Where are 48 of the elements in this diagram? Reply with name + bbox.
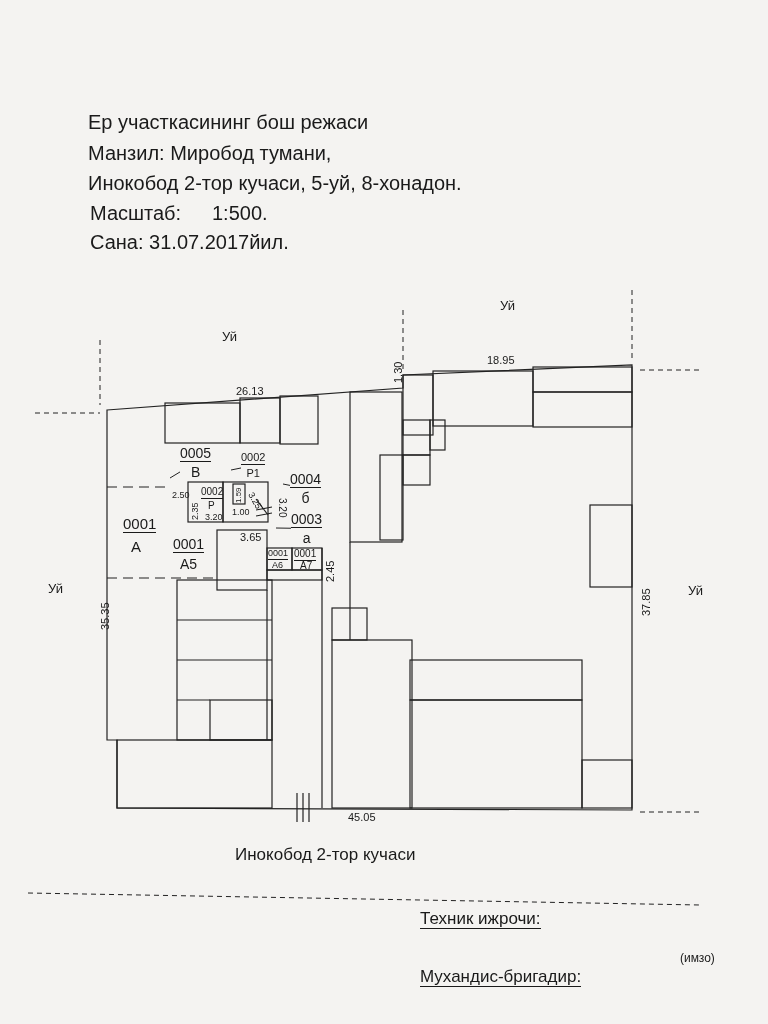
dimension-value: 1.00 <box>232 508 250 517</box>
leader-line <box>230 467 242 471</box>
room-letter: б <box>301 491 310 505</box>
parcel-number: 0005 <box>180 446 212 462</box>
parcel-number: 0001 <box>173 537 205 553</box>
parcel-number: 0003 <box>291 512 323 528</box>
room-letter: А <box>131 539 141 554</box>
address-text: Манзил: Миробод тумани, <box>88 143 332 163</box>
role-label: Мухандис-бригадир: <box>420 968 582 987</box>
dimension-value: 3.20 <box>277 498 287 518</box>
leader-line <box>282 483 291 486</box>
plan-title: Ер участкасининг бош режаси <box>88 112 369 132</box>
address-text: Инокобод 2-тор кучаси, 5-уй, 8-хонадон. <box>88 173 462 193</box>
leader-line <box>275 527 292 529</box>
dimension-value: 26.13 <box>236 386 264 397</box>
dimension-value: 3.65 <box>240 532 262 543</box>
dimension-value: 3.20 <box>205 513 223 522</box>
room-letter: Р <box>208 501 215 511</box>
parcel-number: 0001 <box>268 549 289 560</box>
room-letter: Р1 <box>246 468 260 479</box>
date-text: Сана: 31.07.2017йил. <box>90 232 289 252</box>
neighbor-label: Уй <box>222 330 238 343</box>
role-label: Техник ижрочи: <box>420 910 541 929</box>
room-letter: а <box>302 531 311 545</box>
dimension-value: 2.35 <box>191 502 200 520</box>
dimension-value: 2.45 <box>325 560 336 582</box>
room-letter: А5 <box>180 557 198 571</box>
neighbor-label: Уй <box>500 299 516 312</box>
dimension-value: 1.30 <box>393 361 404 383</box>
street-name: Инокобод 2-тор кучаси <box>235 846 416 863</box>
scale-label: Масштаб: <box>90 203 182 223</box>
parcel-number: 0002 <box>241 452 266 465</box>
parcel-number: 0001 <box>123 516 157 533</box>
room-letter: В <box>190 465 201 479</box>
scale-value: 1:500. <box>212 203 268 223</box>
dimension-value: 35.35 <box>100 602 111 630</box>
dimension-value: 18.95 <box>487 355 515 366</box>
dimension-value: 45.05 <box>348 812 376 823</box>
room-letter: А6 <box>272 561 283 570</box>
leader-line <box>169 471 181 479</box>
dimension-value: 37.85 <box>641 588 652 616</box>
neighbor-label: Уй <box>48 582 64 595</box>
signature-caption: (имзо) <box>680 952 715 964</box>
neighbor-label: Уй <box>688 584 704 597</box>
parcel-number: 0001 <box>294 549 317 561</box>
dimension-value: 1.59 <box>235 487 243 503</box>
parcel-number: 0004 <box>290 472 322 488</box>
room-letter: А7 <box>300 561 313 571</box>
